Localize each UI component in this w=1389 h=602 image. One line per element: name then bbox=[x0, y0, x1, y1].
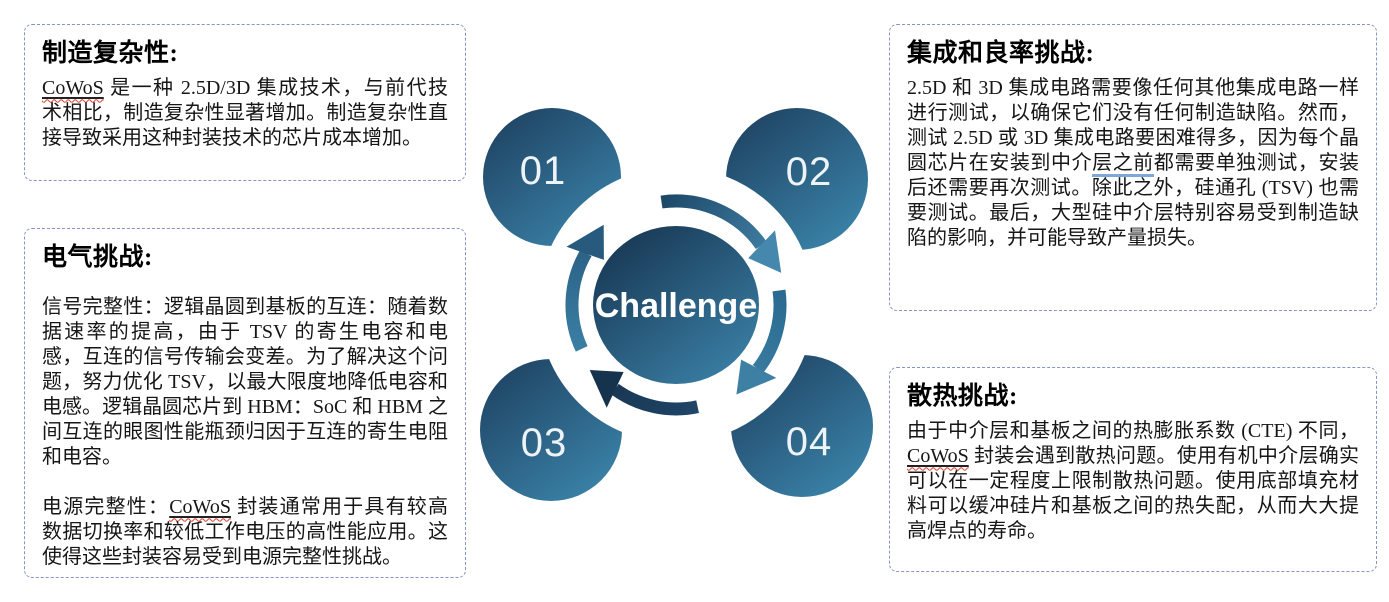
box-manufacturing-complexity: 制造复杂性: CoWoS 是一种 2.5D/3D 集成技术，与前代技术相比，制造… bbox=[24, 24, 466, 181]
arrowhead-bottom-right bbox=[736, 359, 777, 395]
text-segment: CoWoS bbox=[42, 77, 104, 100]
ring-cutout bbox=[538, 167, 814, 443]
text-segment: 都需要单独测试，安装后还需要再次测试。除此之外，硅通孔 (TSV) 也需要测试。… bbox=[907, 152, 1360, 250]
box-thermal-body: 由于中介层和基板之间的热膨胀系数 (CTE) 不同，CoWoS 封装会遇到散热问… bbox=[907, 419, 1359, 544]
box-electrical-challenges: 电气挑战: 信号完整性：逻辑晶圆到基板的互连：随着数据速率的提高，由于 TSV … bbox=[24, 228, 466, 578]
node-label-01: 01 bbox=[520, 149, 567, 193]
box-manufacturing-body: CoWoS 是一种 2.5D/3D 集成技术，与前代技术相比，制造复杂性显著增加… bbox=[42, 76, 448, 151]
box-thermal-title: 散热挑战: bbox=[907, 383, 1018, 410]
box-electrical-title: 电气挑战: bbox=[42, 244, 153, 271]
box-thermal-challenges: 散热挑战: 由于中介层和基板之间的热膨胀系数 (CTE) 不同，CoWoS 封装… bbox=[889, 367, 1377, 572]
arrowhead-top-right bbox=[748, 230, 782, 273]
node-label-04: 04 bbox=[786, 420, 833, 464]
challenge-cycle-diagram: 01 02 03 04 Challenge bbox=[480, 108, 873, 501]
cycle-arrow-top-left bbox=[565, 224, 604, 352]
text-segment: 是一种 2.5D/3D 集成技术，与前代技术相比，制造复杂性显著增加。制造复杂性… bbox=[42, 77, 448, 150]
node-label-03: 03 bbox=[521, 421, 568, 465]
text-segment: CoWoS bbox=[907, 445, 969, 468]
text-segment: 信号完整性：逻辑晶圆到基板的互连：随着数据速率的提高，由于 TSV 的寄生电容和… bbox=[42, 296, 448, 469]
node-label-02: 02 bbox=[786, 150, 833, 194]
arrowhead-bottom-left bbox=[589, 370, 624, 408]
box-integration-yield: 集成和良率挑战: 2.5D 和 3D 集成电路需要像任何其他集成电路一样进行测试… bbox=[889, 24, 1377, 311]
text-segment: CoWoS bbox=[169, 496, 231, 519]
cycle-arrow-bottom-right bbox=[736, 289, 787, 395]
text-segment: 2.5D 和 3D 集成电路需要像任何其他集成电路一样进行测试，以确保它们没有任… bbox=[907, 77, 1359, 175]
cycle-arrow-bottom-left bbox=[589, 370, 699, 416]
box-electrical-signal-integrity: 信号完整性：逻辑晶圆到基板的互连：随着数据速率的提高，由于 TSV 的寄生电容和… bbox=[42, 295, 448, 470]
arrowhead-top-left bbox=[566, 224, 604, 260]
center-circle bbox=[593, 226, 759, 384]
center-label: Challenge bbox=[595, 287, 757, 325]
box-integration-body: 2.5D 和 3D 集成电路需要像任何其他集成电路一样进行测试，以确保它们没有任… bbox=[907, 76, 1359, 251]
text-segment: 封装会遇到散热问题。使用有机中介层确实可以在一定程度上限制散热问题。使用底部填充… bbox=[907, 445, 1359, 543]
box-manufacturing-title: 制造复杂性: bbox=[42, 40, 179, 67]
text-segment: 电源完整性： bbox=[42, 496, 170, 519]
box-integration-title: 集成和良率挑战: bbox=[907, 40, 1095, 67]
box-electrical-power-integrity: 电源完整性：CoWoS 封装通常用于具有较高数据切换率和较低工作电压的高性能应用… bbox=[42, 495, 448, 570]
text-segment: 层之前 bbox=[1092, 152, 1154, 178]
text-segment: 封装通常用于具有较高数据切换率和较低工作电压的高性能应用。这使得这些封装容易受到… bbox=[42, 496, 448, 569]
text-segment: 由于中介层和基板之间的热膨胀系数 (CTE) 不同， bbox=[907, 420, 1359, 443]
cycle-arrow-top-right bbox=[660, 194, 782, 273]
